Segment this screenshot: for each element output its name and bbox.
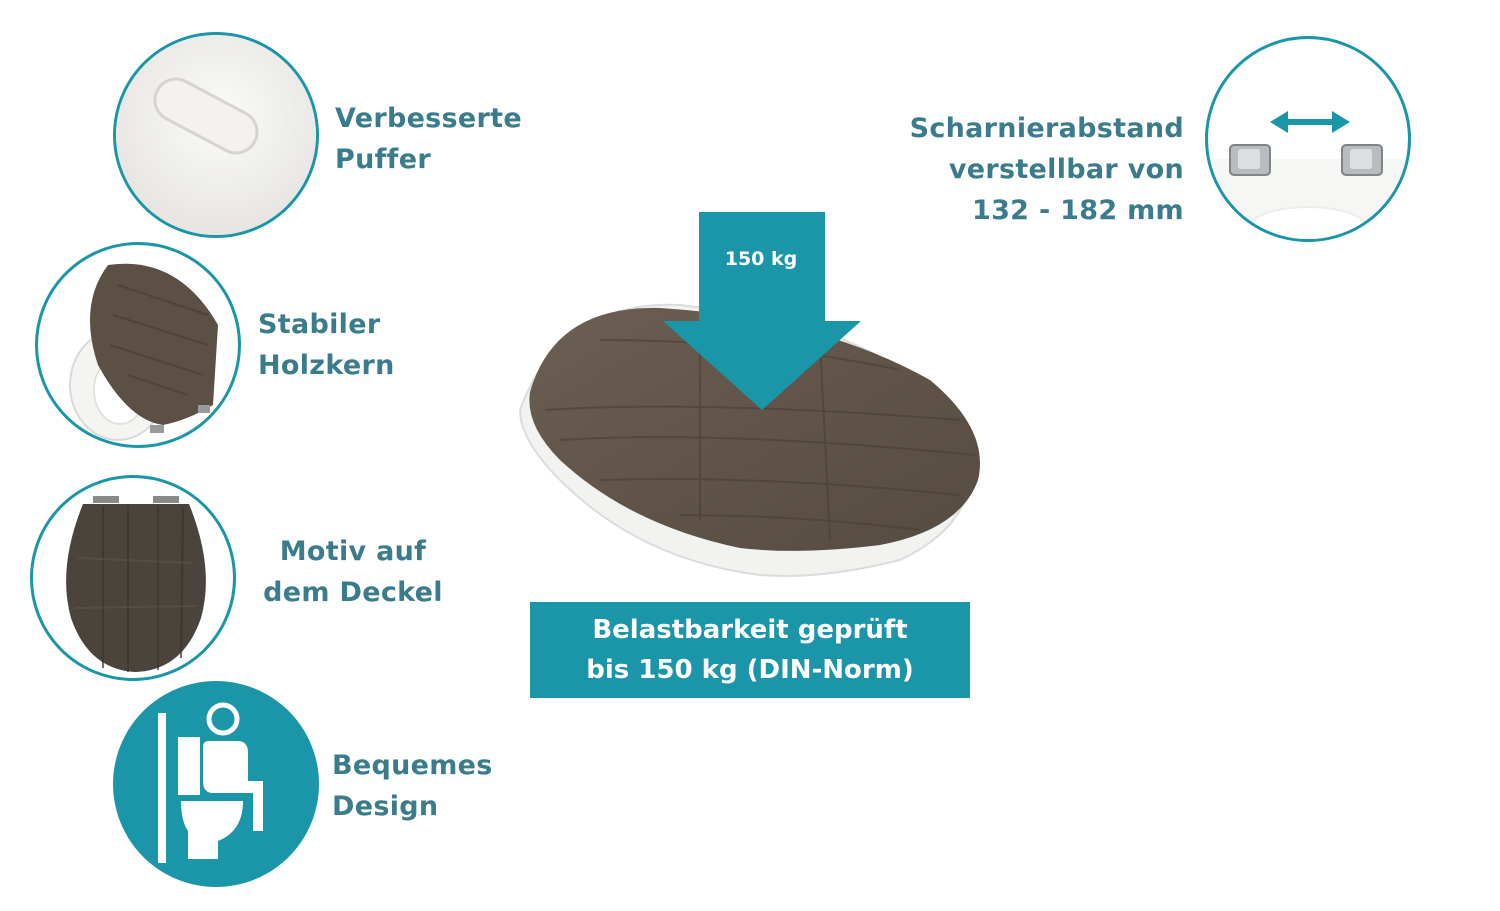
load-arrow-label: 150 kg [724,248,798,270]
hinge-distance-label: Scharnierabstand verstellbar von 132 - 1… [909,113,1184,226]
feature-label-holzkern: Stabiler Holzkern [258,309,395,381]
double-arrow-icon [1270,111,1350,133]
down-arrow-icon [663,212,861,410]
feature-label-design: Bequemes Design [332,750,493,822]
seat-lid-icon [66,496,206,672]
load-capacity-banner: Belastbarkeit geprüft bis 150 kg (DIN-No… [530,602,970,698]
buffer-image [113,32,319,238]
lid-motif-image [30,475,236,681]
feature-label-motiv: Motiv auf dem Deckel [263,536,443,608]
feature-label-puffer: Verbesserte Puffer [335,103,522,175]
buffer-icon [116,35,316,235]
comfort-design-disc [113,681,319,887]
hinge-icon [1208,111,1408,239]
hinge-image [1205,36,1411,242]
seat-open-icon [69,263,218,441]
wood-core-image [35,242,241,448]
seated-person-icon [158,702,263,863]
